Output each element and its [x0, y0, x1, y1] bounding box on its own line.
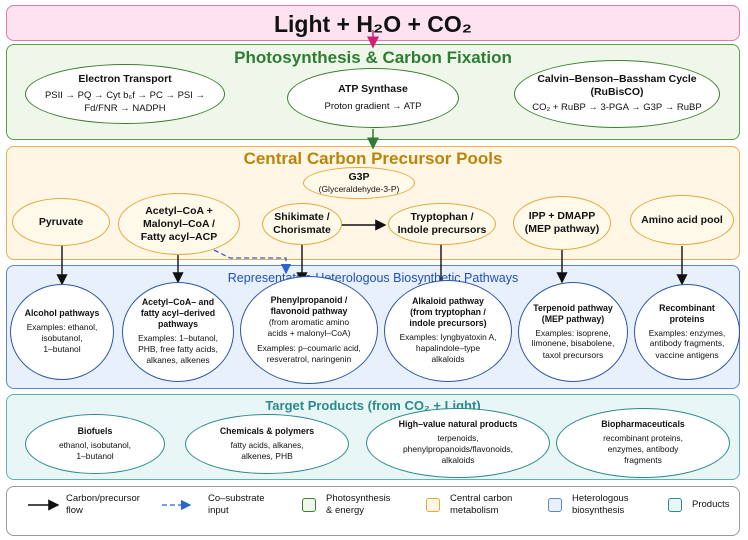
shikimate-node: Shikimate / Chorismate [262, 203, 342, 245]
acetyl-coa-node: Acetyl–CoA + Malonyl–CoA / Fatty acyl–AC… [118, 193, 240, 255]
photosynthesis-title: Photosynthesis & Carbon Fixation [234, 48, 512, 67]
legend-heterologous: Heterologous biosynthesis [572, 493, 629, 516]
central-title: Central Carbon Precursor Pools [243, 149, 503, 168]
amino-acid-pool-node: Amino acid pool [630, 195, 734, 245]
legend-swatch-photosynthesis [302, 498, 316, 512]
legend-flow: Carbon/precursor flow [66, 493, 140, 516]
fatty-acyl-pathway-node: Acetyl–CoA– and fatty acyl–derived pathw… [122, 282, 234, 382]
atp-synthase-node: ATP Synthase Proton gradient → ATP [287, 68, 459, 128]
arrow-malonyl-cosubstrate [213, 249, 292, 275]
electron-transport-node: Electron Transport PSII → PQ → Cyt b₆f →… [25, 64, 225, 124]
legend-swatch-central [426, 498, 440, 512]
tryptophan-node: Tryptophan / Indole precursors [388, 203, 496, 245]
legend-products: Products [692, 499, 730, 510]
calvin-cycle-node: Calvin–Benson–Bassham Cycle (RuBisCO) CO… [514, 60, 720, 128]
pyruvate-node: Pyruvate [12, 198, 110, 246]
phenylpropanoid-pathway-node: Phenylpropanoid / flavonoid pathway (fro… [240, 276, 378, 384]
legend-photosynthesis: Photosynthesis & energy [326, 493, 391, 516]
alkaloid-pathway-node: Alkaloid pathway (from tryptophan / indo… [384, 280, 512, 382]
terpenoid-pathway-node: Terpenoid pathway (MEP pathway) Examples… [518, 282, 628, 382]
chemicals-polymers-node: Chemicals & polymers fatty acids, alkane… [185, 414, 349, 474]
legend-swatch-heterologous [548, 498, 562, 512]
legend-central: Central carbon metabolism [450, 493, 513, 516]
biofuels-node: Biofuels ethanol, isobutanol, 1–butanol [25, 414, 165, 474]
alcohol-pathway-node: Alcohol pathways Examples: ethanol, isob… [10, 284, 114, 380]
ipp-dmapp-node: IPP + DMAPP (MEP pathway) [513, 196, 611, 250]
biopharmaceuticals-node: Biopharmaceuticals recombinant proteins,… [556, 408, 730, 478]
g3p-node: G3P (Glyceraldehyde-3-P) [303, 167, 415, 199]
legend-swatch-products [668, 498, 682, 512]
legend-cosubstrate: Co–substrate input [208, 493, 265, 516]
recombinant-proteins-node: Recombinant proteins Examples: enzymes, … [634, 284, 740, 380]
natural-products-node: High–value natural products terpenoids, … [366, 408, 550, 478]
legend-band [6, 486, 740, 536]
